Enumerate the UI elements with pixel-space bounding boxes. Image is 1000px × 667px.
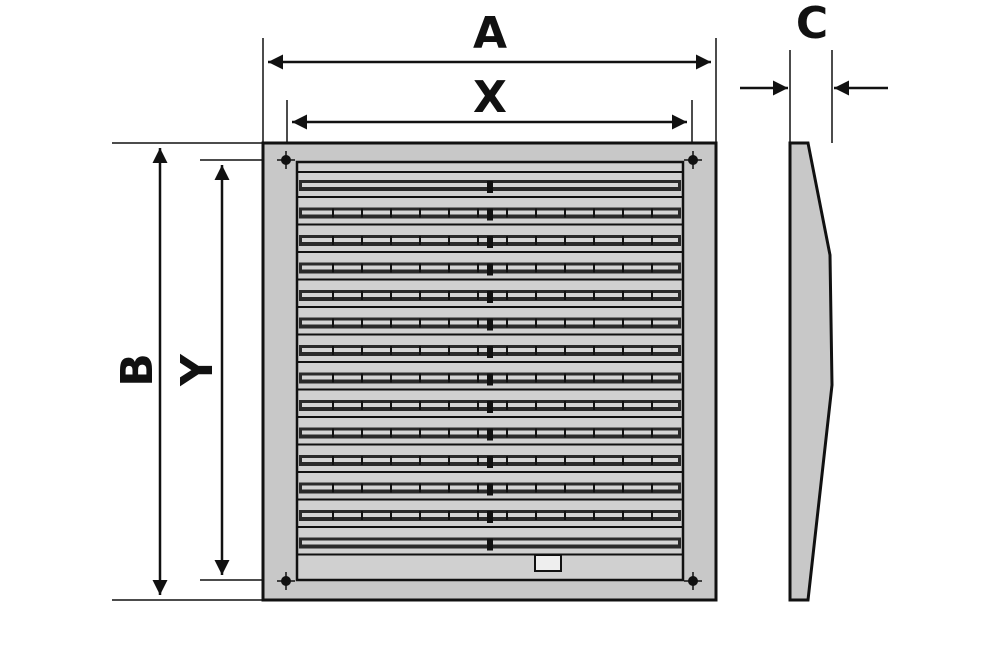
louver-center-clip: [487, 208, 493, 221]
louver-center-clip: [487, 346, 493, 358]
louver: [297, 400, 683, 418]
louver-group: [297, 171, 683, 556]
louver: [297, 372, 683, 391]
louver: [297, 455, 683, 473]
extension-lines: [112, 38, 833, 601]
label-b: B: [112, 353, 163, 387]
louver-center-clip: [487, 483, 493, 496]
louver-center-clip: [487, 318, 493, 331]
louver-center-clip: [487, 401, 493, 413]
louver: [297, 345, 683, 363]
louver: [297, 235, 683, 253]
louver-center-clip: [487, 456, 493, 468]
louver-center-clip: [487, 538, 493, 551]
louver: [297, 290, 683, 308]
louver: [297, 317, 683, 336]
louver: [297, 207, 683, 226]
louver-center-clip: [487, 511, 493, 523]
screw-hole-icon: [277, 572, 295, 590]
grille-tab: [534, 554, 562, 572]
louver-center-clip: [487, 291, 493, 303]
grille-side-profile: [788, 141, 834, 602]
louver-center-clip: [487, 181, 493, 193]
louver: [297, 537, 683, 556]
louver-center-clip: [487, 373, 493, 386]
louver-center-clip: [487, 236, 493, 248]
label-y: Y: [172, 353, 223, 387]
label-x: X: [473, 72, 507, 123]
screw-hole-icon: [277, 151, 295, 169]
louver: [297, 180, 683, 198]
louver: [297, 427, 683, 446]
louver-center-clip: [487, 263, 493, 276]
screw-hole-icon: [684, 151, 702, 169]
screw-hole-icon: [684, 572, 702, 590]
louver-center-clip: [487, 428, 493, 441]
louver: [297, 482, 683, 501]
screw-holes: [277, 151, 702, 590]
label-a: A: [473, 8, 507, 59]
louver: [297, 510, 683, 528]
louver: [297, 262, 683, 281]
label-c: C: [796, 0, 828, 49]
